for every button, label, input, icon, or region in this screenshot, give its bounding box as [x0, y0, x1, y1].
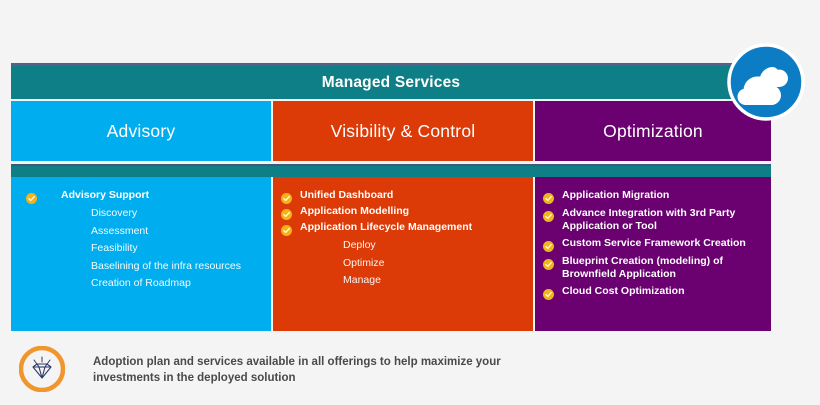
- sub-list-item: Optimize: [343, 256, 385, 269]
- diamond-icon: [18, 345, 66, 393]
- check-circle-icon: [26, 191, 37, 204]
- check-circle-icon: [281, 207, 292, 220]
- sub-list-application-lifecycle: Deploy Optimize Manage: [343, 237, 525, 290]
- list-item: Custom Service Framework Creation: [543, 237, 763, 252]
- column-body-advisory: Advisory Support Discovery Assessment Fe…: [11, 177, 271, 331]
- check-circle-icon: [281, 223, 292, 236]
- sub-list-item: Creation of Roadmap: [91, 277, 191, 289]
- column-header-visibility-control[interactable]: Visibility & Control: [273, 101, 533, 161]
- list-item: Advance Integration with 3rd Party Appli…: [543, 207, 763, 232]
- cloud-icon: [727, 43, 805, 121]
- sub-list-item: Deploy: [343, 239, 376, 251]
- column-body-row: Advisory Support Discovery Assessment Fe…: [11, 177, 771, 331]
- list-item: Blueprint Creation (modeling) of Brownfi…: [543, 255, 763, 280]
- list-item-label: Cloud Cost Optimization: [562, 285, 685, 297]
- list-item: Application Modelling: [281, 205, 525, 220]
- list-item-label: Application Migration: [562, 189, 670, 201]
- list-item: Advisory Support: [26, 189, 263, 204]
- column-header-optimization-label: Optimization: [603, 120, 703, 141]
- sub-list-item: Assessment: [91, 224, 149, 237]
- list-item: Application Lifecycle Management: [281, 221, 525, 236]
- list-item: Unified Dashboard: [281, 189, 525, 204]
- list-item-label: Application Lifecycle Management: [300, 221, 473, 233]
- sub-list-advisory-support: Discovery Assessment Feasibility Baselin…: [91, 205, 263, 293]
- check-circle-icon: [543, 209, 554, 222]
- list-item: Cloud Cost Optimization: [543, 285, 763, 300]
- sub-list-item: Baselining of the infra resources: [91, 259, 241, 272]
- column-header-optimization[interactable]: Optimization: [535, 101, 771, 161]
- column-header-advisory[interactable]: Advisory: [11, 101, 271, 161]
- list-item-label: Unified Dashboard: [300, 189, 394, 201]
- check-circle-icon: [543, 239, 554, 252]
- list-item-label: Advisory Support: [61, 189, 150, 201]
- column-body-optimization: Application Migration Advance Integratio…: [535, 177, 771, 331]
- column-header-visibility-control-label: Visibility & Control: [330, 120, 476, 141]
- sub-list-item: Manage: [343, 274, 381, 286]
- list-item-label: Custom Service Framework Creation: [562, 237, 746, 249]
- footer-note-text: Adoption plan and services available in …: [93, 356, 501, 384]
- list-item-label: Advance Integration with 3rd Party Appli…: [562, 207, 736, 232]
- check-circle-icon: [543, 287, 554, 300]
- managed-services-title-bar: Managed Services: [11, 63, 771, 99]
- list-item: Application Migration: [543, 189, 763, 204]
- list-item-label: Application Modelling: [300, 205, 410, 217]
- column-body-visibility-control: Unified Dashboard Application Modelling: [273, 177, 533, 331]
- list-item-label: Blueprint Creation (modeling) of Brownfi…: [562, 255, 723, 280]
- sub-list-item: Feasibility: [91, 242, 138, 254]
- column-header-advisory-label: Advisory: [106, 120, 176, 141]
- check-circle-icon: [281, 191, 292, 204]
- check-circle-icon: [543, 257, 554, 270]
- page-title: Managed Services: [321, 73, 461, 91]
- sub-list-item: Discovery: [91, 207, 138, 219]
- footer-note: Adoption plan and services available in …: [11, 344, 771, 396]
- section-divider: [11, 164, 771, 177]
- column-header-row: Advisory Visibility & Control Optimizati…: [11, 101, 771, 161]
- check-circle-icon: [543, 191, 554, 204]
